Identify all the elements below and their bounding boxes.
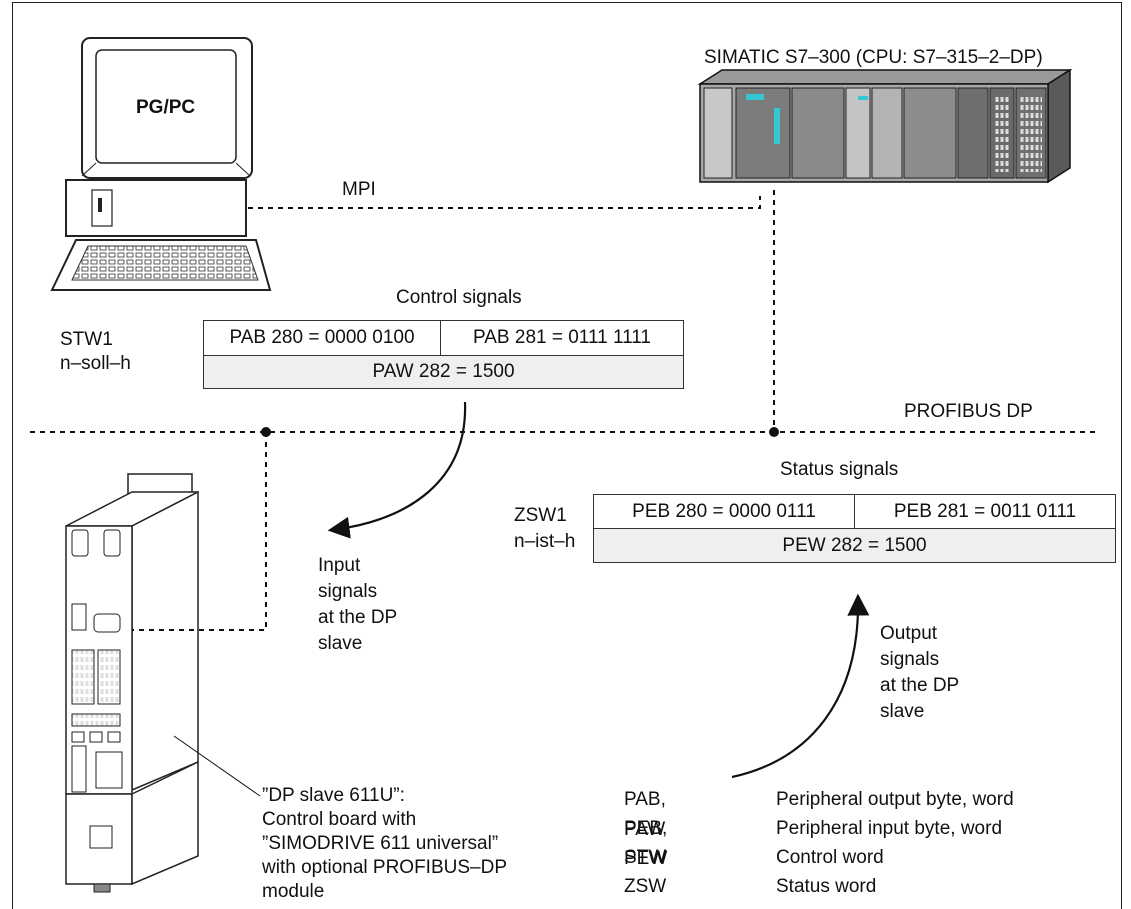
- input-note-line: at the DP: [318, 607, 398, 628]
- pew282-cell: PEW 282 = 1500: [593, 528, 1116, 563]
- nist-label: n–ist–h: [514, 531, 576, 552]
- paw282-cell: PAW 282 = 1500: [203, 355, 684, 389]
- input-note-line: signals: [318, 581, 378, 602]
- abbreviation-key: PEB, PEW: [624, 818, 668, 869]
- drive-pointer-line: [173, 735, 261, 797]
- dp-slave-note-line: module: [262, 881, 325, 902]
- stw1-label: STW1: [60, 329, 113, 350]
- pab281-cell: PAB 281 = 0111 1111: [440, 320, 684, 356]
- abbreviation-value: Peripheral output byte, word: [776, 789, 1014, 810]
- input-note-line: Input: [318, 555, 361, 576]
- dp-slave-note-line: Control board with: [262, 809, 417, 830]
- dp-slave-note-line: with optional PROFIBUS–DP: [262, 857, 507, 878]
- pgpc-label: PG/PC: [136, 97, 196, 118]
- profibus-label: PROFIBUS DP: [904, 401, 1033, 422]
- nsoll-label: n–soll–h: [60, 353, 131, 374]
- output-arrow: [731, 593, 870, 779]
- status-signals-title: Status signals: [780, 459, 899, 480]
- abbreviation-key: STW: [624, 847, 667, 868]
- abbreviation-value: Control word: [776, 847, 884, 868]
- bus-node-slave: [261, 427, 271, 437]
- abbreviation-key: ZSW: [624, 876, 667, 897]
- zsw1-label: ZSW1: [514, 505, 567, 526]
- dp-slave-note-line: ”DP slave 611U”:: [262, 785, 405, 806]
- peb281-cell: PEB 281 = 0011 0111: [854, 494, 1116, 529]
- abbreviation-key: PAB, PAW: [624, 789, 666, 840]
- input-note-line: slave: [318, 633, 363, 654]
- simatic-plc-icon: [697, 68, 1073, 184]
- diagram-frame: [12, 2, 1122, 909]
- plc-title: SIMATIC S7–300 (CPU: S7–315–2–DP): [704, 47, 1043, 68]
- output-note-line: slave: [880, 701, 925, 722]
- output-note-line: signals: [880, 649, 940, 670]
- mpi-label: MPI: [342, 179, 376, 200]
- peb280-cell: PEB 280 = 0000 0111: [593, 494, 855, 529]
- pab280-cell: PAB 280 = 0000 0100: [203, 320, 441, 356]
- bus-node-master: [769, 427, 779, 437]
- control-signals-title: Control signals: [396, 287, 522, 308]
- abbreviation-value: Peripheral input byte, word: [776, 818, 1003, 839]
- bus-lines: [30, 190, 1095, 631]
- pgpc-computer-icon: [50, 37, 272, 291]
- dp-slave-note-line: ”SIMODRIVE 611 universal”: [262, 833, 499, 854]
- simodrive-drive-icon: [65, 473, 199, 893]
- abbreviation-value: Status word: [776, 876, 877, 897]
- output-note-line: Output: [880, 623, 938, 644]
- input-arrow: [327, 401, 467, 539]
- output-note-line: at the DP: [880, 675, 960, 696]
